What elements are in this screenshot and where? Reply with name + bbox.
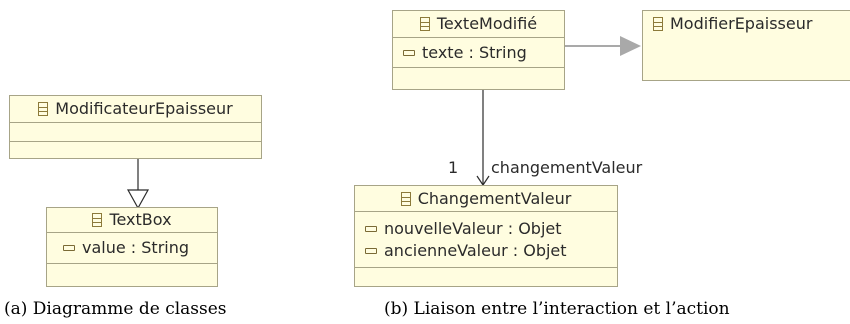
attribute-text: texte : String (422, 42, 527, 62)
attributes-compartment: texte : String (393, 38, 564, 68)
caption-b: (b) Liaison entre l’interaction et l’act… (384, 299, 730, 319)
class-name: ModifierEpaisseur (670, 14, 813, 33)
class-changement-valeur[interactable]: ChangementValeur nouvelleValeur : Objet … (354, 185, 618, 287)
class-textbox[interactable]: TextBox value : String (46, 207, 218, 287)
attribute-row: nouvelleValeur : Objet (355, 218, 617, 238)
class-icon (419, 17, 430, 31)
attribute-icon (365, 225, 377, 232)
class-texte-modifie[interactable]: TexteModifié texte : String (392, 10, 565, 90)
class-icon (92, 213, 103, 227)
attribute-text: ancienneValeur : Objet (384, 240, 567, 260)
attributes-compartment (10, 123, 261, 142)
class-header: ModifierEpaisseur (643, 11, 850, 37)
class-header: TexteModifié (393, 11, 564, 38)
attributes-compartment: value : String (47, 233, 217, 264)
dependency-arrowhead (620, 36, 641, 56)
attribute-row: texte : String (393, 42, 527, 62)
attribute-icon (403, 49, 415, 56)
operations-compartment (393, 68, 564, 89)
class-icon (38, 102, 49, 116)
class-name: TexteModifié (436, 14, 538, 33)
attribute-icon (365, 247, 377, 254)
attribute-text: nouvelleValeur : Objet (384, 218, 562, 238)
caption-a: (a) Diagramme de classes (4, 299, 227, 319)
attribute-row: value : String (47, 240, 189, 256)
class-name: ChangementValeur (417, 188, 572, 208)
operations-compartment (355, 268, 617, 286)
class-header: TextBox (47, 208, 217, 233)
class-modifier-epaisseur[interactable]: ModifierEpaisseur (642, 10, 850, 81)
association-role: changementValeur (491, 158, 643, 177)
attribute-icon (63, 245, 75, 251)
class-icon (400, 191, 411, 206)
class-name: ModificateurEpaisseur (55, 99, 233, 118)
class-icon (653, 17, 663, 31)
operations-compartment (10, 142, 261, 158)
operations-compartment (47, 264, 217, 286)
class-name: TextBox (109, 210, 172, 229)
class-modificateur-epaisseur[interactable]: ModificateurEpaisseur (9, 95, 262, 159)
class-header: ChangementValeur (355, 186, 617, 212)
attribute-row: ancienneValeur : Objet (355, 240, 617, 260)
class-header: ModificateurEpaisseur (10, 96, 261, 123)
attributes-compartment: nouvelleValeur : Objet ancienneValeur : … (355, 212, 617, 268)
attribute-text: value : String (82, 238, 190, 257)
association-multiplicity: 1 (448, 158, 459, 177)
generalization-arrowhead (126, 189, 150, 210)
